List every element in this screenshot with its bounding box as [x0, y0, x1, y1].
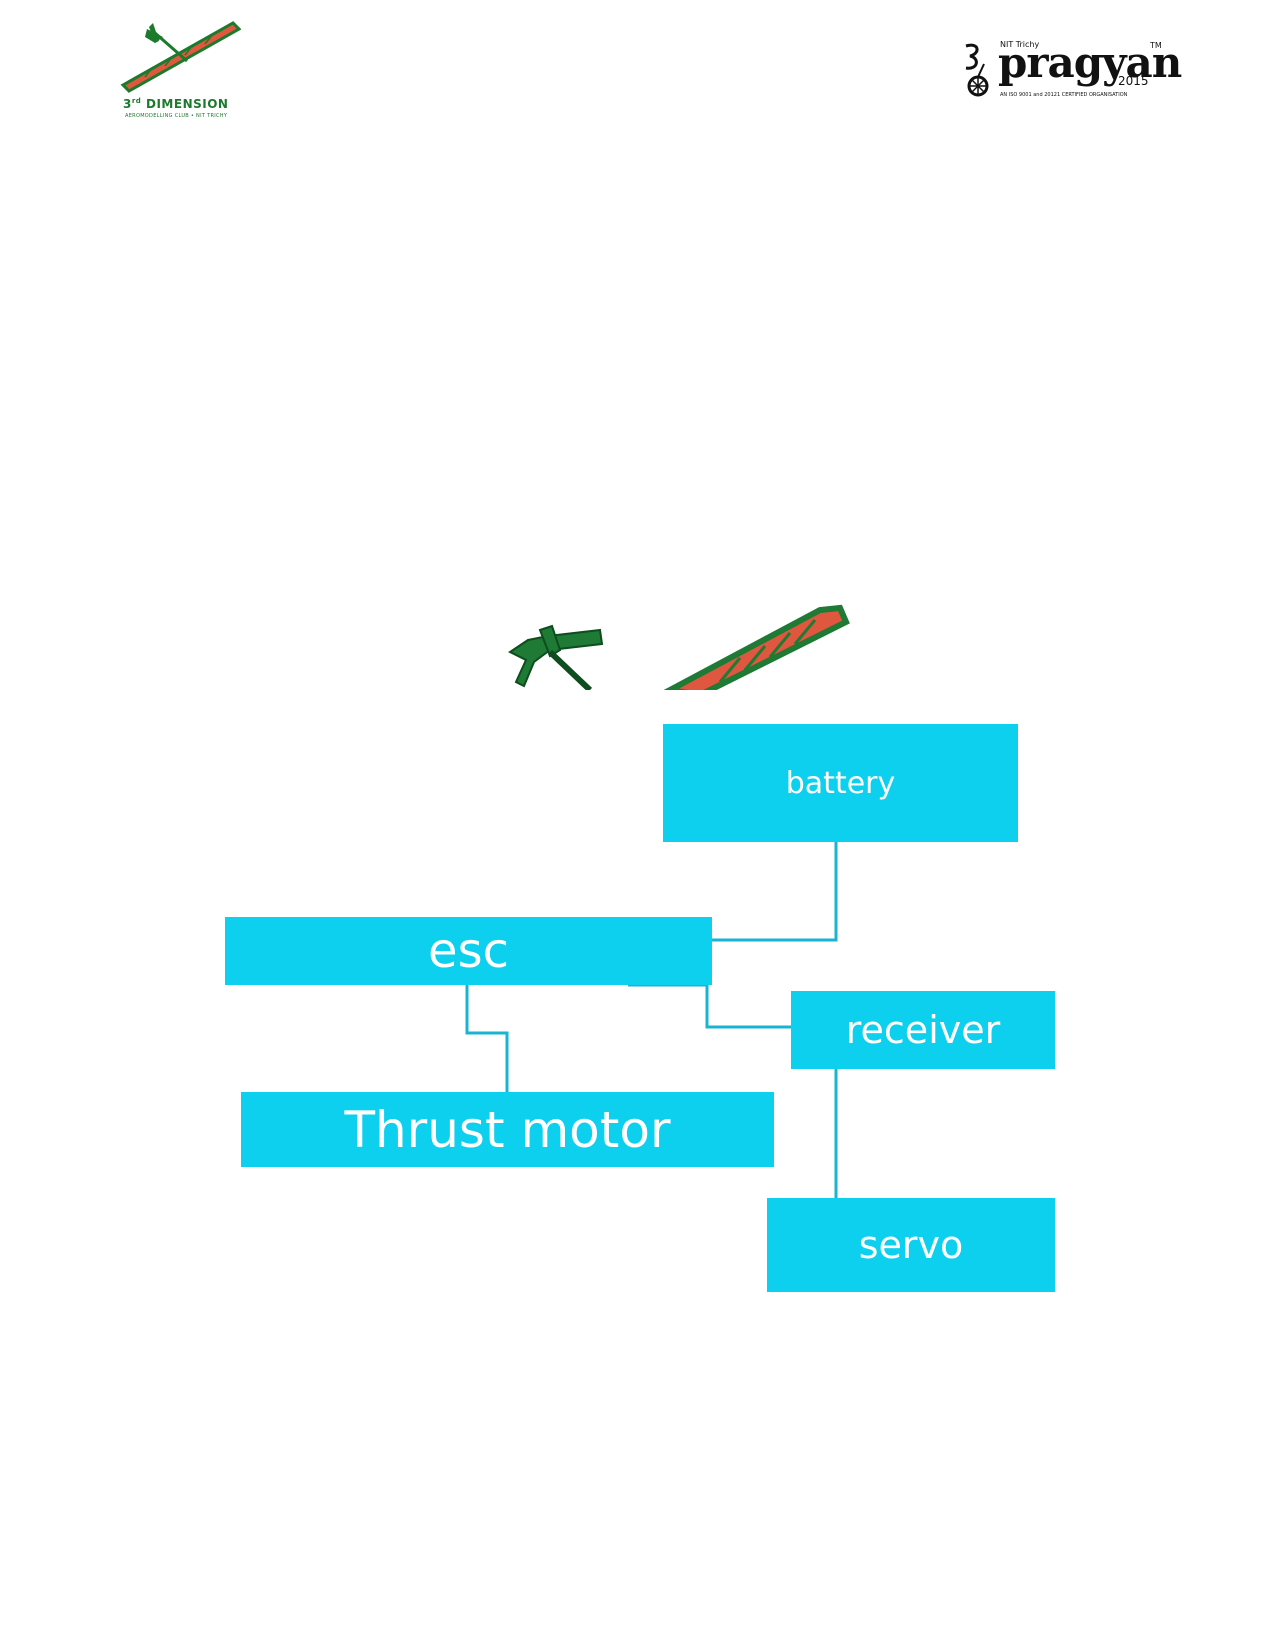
glider-plane-icon [120, 21, 242, 93]
receiver-node: receiver [791, 991, 1055, 1069]
battery-node: battery [663, 724, 1018, 842]
edge-battery-esc [712, 842, 838, 942]
logo-wordmark: pragyan [998, 38, 1182, 87]
unicycle-icon [965, 43, 989, 97]
3rd-dimension-logo: 3rd DIMENSION AEROMODELLING CLUB • NIT T… [115, 15, 250, 119]
logo-subtitle: AEROMODELLING CLUB • NIT TRICHY [125, 113, 228, 119]
edge-esc-thrust-motor [465, 985, 509, 1092]
logo-cert-text: AN ISO 9001 and 20121 CERTIFIED ORGANISA… [1000, 92, 1128, 98]
esc-node: esc [225, 917, 712, 985]
edge-esc-receiver [628, 983, 791, 1029]
servo-node: servo [767, 1198, 1055, 1292]
logo-brand-text: 3rd DIMENSION [123, 97, 229, 111]
logo-year: 2015 [1118, 74, 1149, 88]
logo-top-text: NIT Trichy [1000, 40, 1040, 49]
plane-watermark-icon [490, 600, 890, 690]
pragyan-logo: NIT Trichy TM pragyan 2015 AN ISO 9001 a… [958, 36, 1182, 100]
thrust-motor-node: Thrust motor [241, 1092, 774, 1167]
logo-trademark: TM [1150, 41, 1162, 50]
